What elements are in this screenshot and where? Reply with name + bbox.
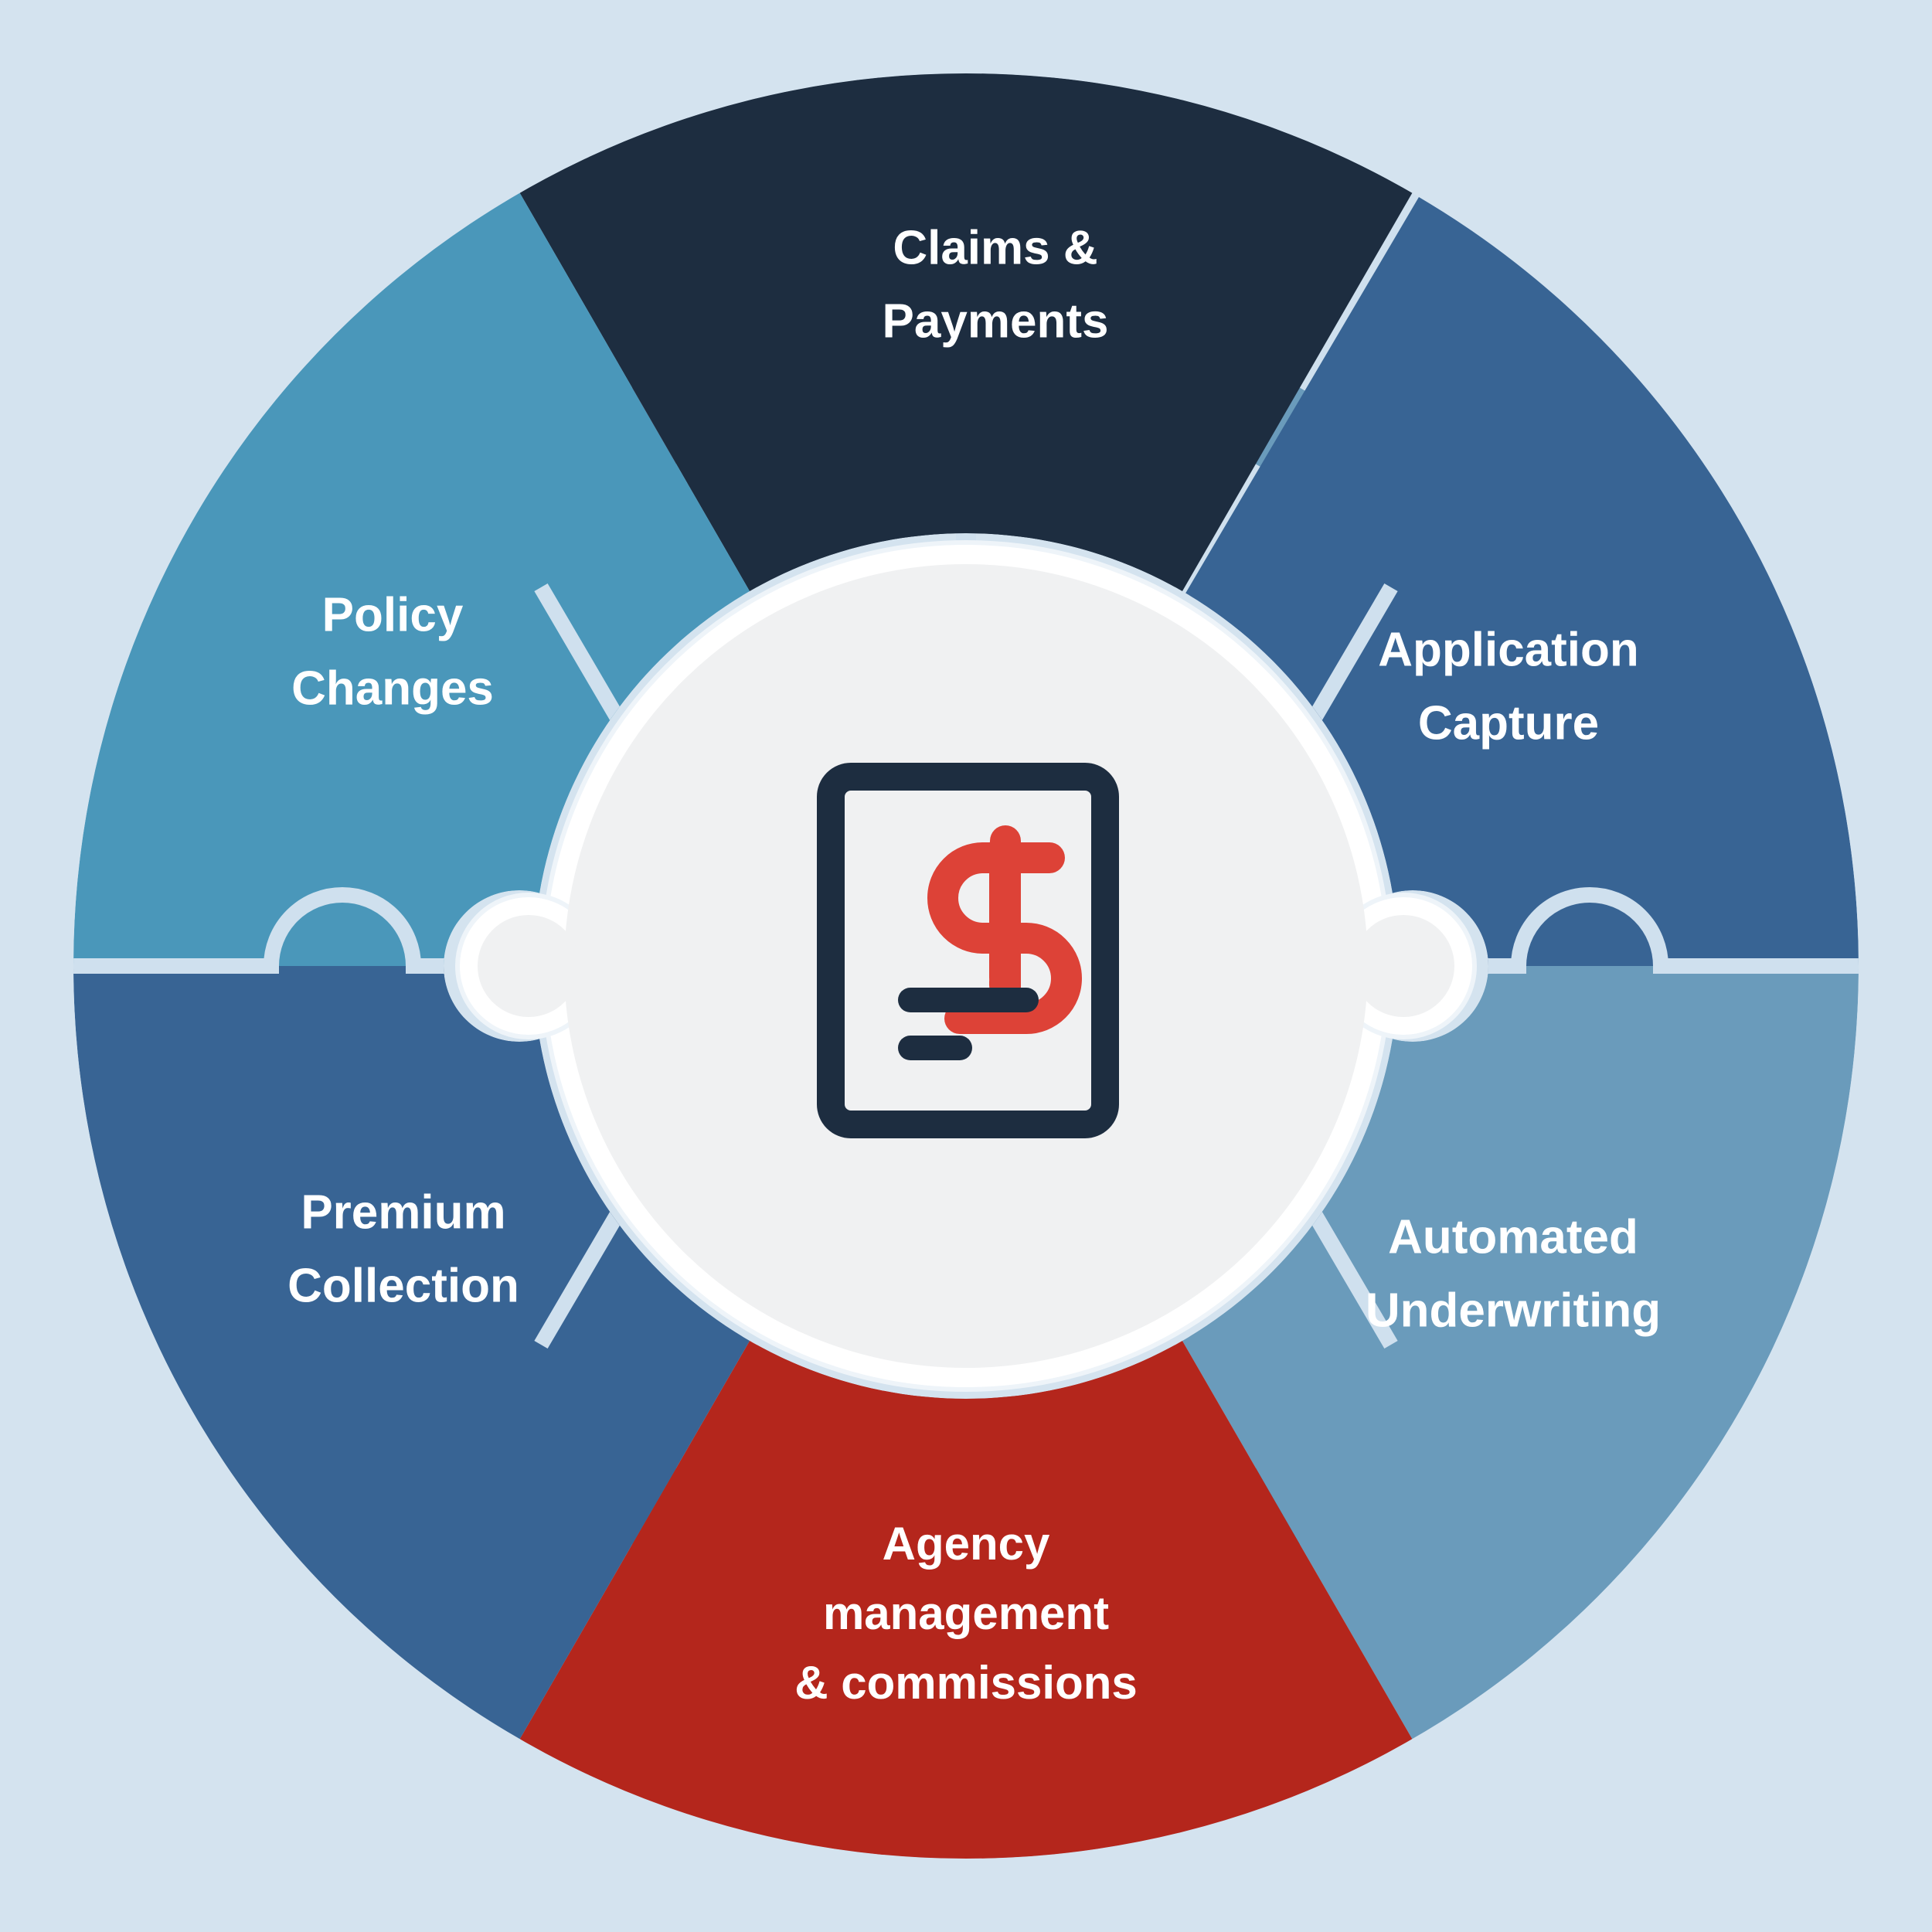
label-claims-payments[interactable]: Claims & Payments — [883, 221, 1109, 348]
label-claims-payments-line-1: Claims & — [893, 221, 1097, 274]
label-agency-line-1: Agency — [883, 1518, 1050, 1570]
overlay-claims — [519, 73, 1413, 967]
overlay-agency — [519, 966, 1413, 1859]
invoice-dollar-document-icon — [817, 763, 1119, 1138]
label-automated-underwriting-line-2: Underwriting — [1366, 1284, 1661, 1337]
label-premium-collection-line-2: Collection — [287, 1259, 519, 1312]
seam-right — [1383, 887, 1859, 974]
label-policy-changes-line-1: Policy — [322, 588, 464, 641]
segment-labels: Claims & Payments Application Capture Au… — [287, 221, 1661, 1708]
label-premium-collection[interactable]: Premium Collection — [287, 1185, 519, 1312]
label-application-capture-line-2: Capture — [1418, 696, 1599, 750]
label-agency-line-3: & commissions — [794, 1657, 1137, 1709]
label-automated-underwriting[interactable]: Automated Underwriting — [1366, 1210, 1661, 1337]
label-application-capture-line-1: Application — [1378, 623, 1639, 676]
document-text-line-2 — [898, 1036, 972, 1060]
document-text-line-1 — [898, 988, 1039, 1012]
label-application-capture[interactable]: Application Capture — [1378, 623, 1639, 750]
label-policy-changes-line-2: Changes — [291, 662, 494, 715]
label-claims-payments-line-2: Payments — [883, 294, 1109, 348]
label-premium-collection-line-1: Premium — [301, 1185, 505, 1239]
seam-left — [73, 887, 549, 974]
label-agency-management-commissions[interactable]: Agency management & commissions — [794, 1518, 1137, 1709]
label-automated-underwriting-line-1: Automated — [1388, 1210, 1638, 1264]
label-policy-changes[interactable]: Policy Changes — [291, 588, 494, 715]
dollar-sign-glyph — [927, 825, 1082, 1034]
label-agency-line-2: management — [823, 1587, 1109, 1639]
